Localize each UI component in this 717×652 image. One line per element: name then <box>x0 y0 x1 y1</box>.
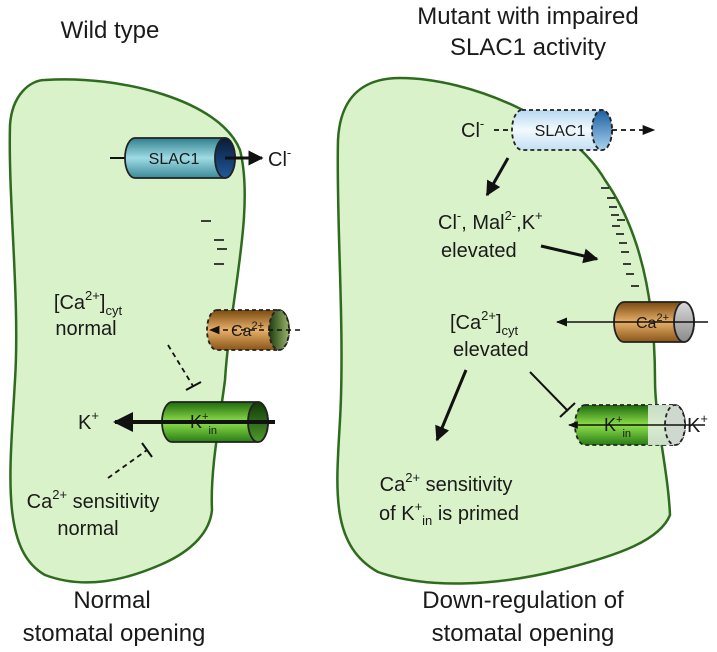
wt-calcium-inhibition-arrow <box>167 344 202 391</box>
mutant-hyperpolarization-arrow <box>540 244 599 264</box>
mutant-slac1-channel: SLAC1 <box>494 109 656 151</box>
mutant-priming-arrow <box>435 369 468 442</box>
wild-type-guard-cell <box>8 78 246 584</box>
wild-type-title: Wild type <box>61 17 160 44</box>
mutant-anions-label: Cl-, Mal2-,K+ <box>438 208 543 234</box>
mutant-outcome-line1: Down-regulation of <box>422 587 624 614</box>
wt-calcium-sensitivity-label: Ca2+ sensitivity <box>27 487 160 513</box>
wt-kin-channel: K+in <box>113 401 275 443</box>
mutant-k-label: K+ <box>687 411 708 437</box>
mutant-kin-channel: K+in <box>568 404 705 446</box>
wt-slac1-channel: SLAC1 <box>110 137 264 179</box>
wt-sensitivity-inhibition-arrow <box>107 442 153 479</box>
mutant-calcium-channel: Ca2+ <box>555 301 708 343</box>
wt-membrane-depolarization-dashes <box>201 220 227 265</box>
wt-cl-efflux-label: Cl- <box>268 145 291 171</box>
wt-outcome-line2: stomatal opening <box>23 620 206 647</box>
mutant-primed-line1: Ca2+ sensitivity <box>380 470 513 496</box>
mutant-cl-label: Cl- <box>461 116 484 142</box>
mutant-outcome-line2: stomatal opening <box>432 620 615 647</box>
mutant-title-line1: Mutant with impaired <box>417 3 638 30</box>
wt-cytosolic-calcium-state: normal <box>55 318 116 340</box>
mutant-primed-line2: of K+in is primed <box>379 499 519 528</box>
mutant-anions-state: elevated <box>441 240 517 262</box>
mutant-slac1-label: SLAC1 <box>535 123 586 140</box>
wt-calcium-channel: Ca2+ <box>206 309 300 351</box>
mutant-calcium-channel-label: Ca2+ <box>636 312 669 332</box>
mutant-calcium-inhibition-arrow <box>529 371 576 418</box>
wt-calcium-channel-label: Ca2+ <box>231 320 264 340</box>
wt-outcome-line1: Normal <box>73 587 150 614</box>
wt-calcium-sensitivity-state: normal <box>57 518 118 540</box>
wt-k-influx-label: K+ <box>78 408 99 434</box>
mutant-membrane-hyperpolarization-dashes <box>601 187 639 287</box>
mutant-guard-cell <box>336 76 672 585</box>
mutant-cytosolic-calcium-state: elevated <box>453 339 529 361</box>
mutant-anion-accumulation-arrow <box>485 157 510 197</box>
wt-slac1-label: SLAC1 <box>149 151 200 168</box>
mutant-title-line2: SLAC1 activity <box>450 34 606 61</box>
